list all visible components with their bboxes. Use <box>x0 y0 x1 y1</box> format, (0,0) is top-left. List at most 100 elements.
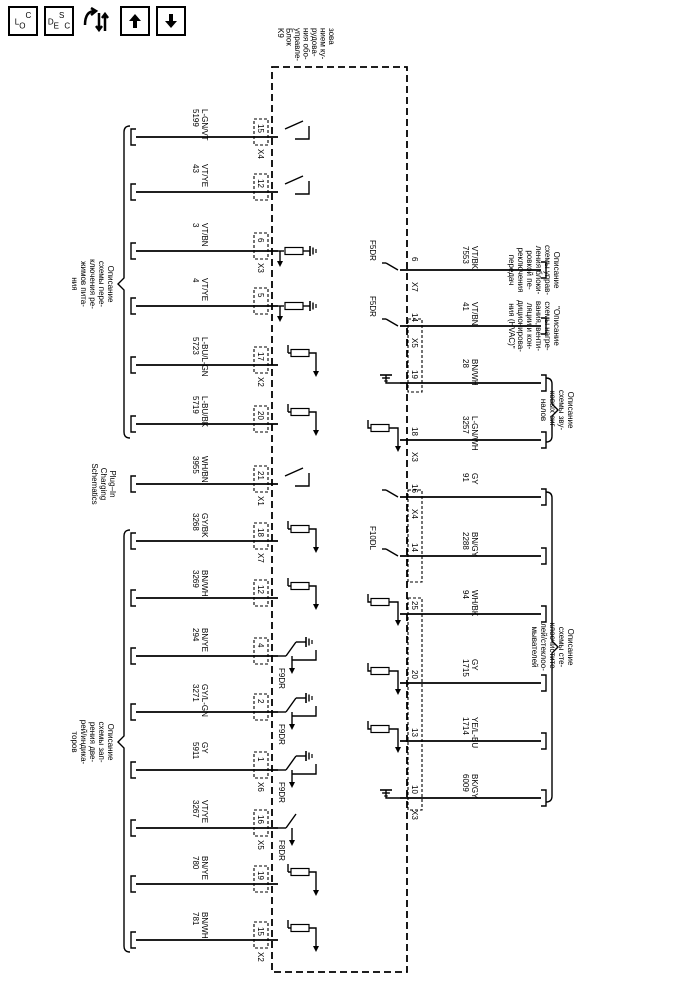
resistor <box>290 348 310 358</box>
lead <box>385 790 400 799</box>
off-page-connector <box>541 488 547 506</box>
fuse-blade <box>385 548 399 557</box>
wire-number: 5199 <box>191 109 200 127</box>
location-button[interactable]: LOC <box>8 6 38 36</box>
arrow-down-icon <box>395 747 401 753</box>
connector-pin-box <box>253 693 269 721</box>
resistor <box>370 724 390 734</box>
off-page-connector <box>130 703 136 721</box>
off-page-connector <box>130 475 136 493</box>
wire-number: 1714 <box>461 717 470 735</box>
connector-id: X2 <box>256 952 265 962</box>
wire-color: BN/WH <box>200 912 209 939</box>
module-k9-border <box>271 66 408 973</box>
connector-pin: 21 <box>256 471 265 480</box>
off-page-connector <box>130 242 136 260</box>
group-label-shift-lock-line: Описание <box>552 252 561 289</box>
resistor <box>370 666 390 676</box>
connector-id: X4 <box>256 149 265 159</box>
off-page-connector <box>130 183 136 201</box>
wire-color: WH/BK <box>470 590 479 617</box>
resistor <box>290 581 310 591</box>
group-label-door-locks-line: рения две- <box>88 722 97 763</box>
wire-color: GY <box>470 659 479 671</box>
module-k9-label: K9Блокуправле-ния обо-рудова-нием ку-зов… <box>276 28 336 61</box>
arrow-down-icon <box>313 547 319 553</box>
page-down-button[interactable] <box>156 6 186 36</box>
connector-pin-box <box>407 318 423 393</box>
group-label-wipers-line: лей/стеклоо- <box>539 623 548 671</box>
group-bracket <box>117 125 131 439</box>
connector-pin-box <box>253 637 269 665</box>
flow-button[interactable] <box>80 6 114 36</box>
switch-contact <box>295 126 310 140</box>
group-label-hvac-line: "Описание <box>552 306 561 346</box>
group-label-power-modes-line: ключения ре- <box>88 259 97 309</box>
wire-number: 780 <box>191 856 200 870</box>
connector-pin: 12 <box>256 585 265 594</box>
wire-color: BN/YE <box>200 856 209 880</box>
lead <box>367 663 371 672</box>
connector-id: X5 <box>410 338 419 348</box>
connector-pin-box <box>253 232 269 260</box>
wire-number: 1715 <box>461 659 470 677</box>
wire-number: 3268 <box>191 513 200 531</box>
switch-blade <box>284 120 304 130</box>
connector-pin-box <box>253 751 269 779</box>
wire-color: YE/L-BU <box>470 717 479 748</box>
group-label-hvac-line: схемы нагре- <box>543 301 552 351</box>
arrow-down-icon <box>289 782 295 788</box>
resistor <box>370 597 390 607</box>
fuse-blade <box>285 641 297 657</box>
resistor <box>370 423 390 433</box>
group-label-horns-line: ковых сиг- <box>548 391 557 430</box>
group-label-door-locks-line: схемы зап- <box>97 722 106 763</box>
connector-pin-box <box>253 579 269 607</box>
resistor <box>290 524 310 534</box>
switch-blade <box>284 175 304 185</box>
connector-pin: 15 <box>256 124 265 133</box>
group-label-power-modes-line: жимов пита- <box>79 261 88 307</box>
off-page-connector <box>130 297 136 315</box>
wire-number: 28 <box>461 359 470 368</box>
off-page-connector <box>541 732 547 750</box>
wire-number: 3955 <box>191 456 200 474</box>
connector-id: X7 <box>256 553 265 563</box>
fuse-blade <box>385 262 399 271</box>
arrow-down-icon <box>277 316 283 322</box>
module-k9-label-line: Блок <box>285 28 294 46</box>
wire-color: L-BU/BK <box>200 396 209 428</box>
description-button[interactable]: DESC <box>44 6 74 36</box>
resistor <box>290 407 310 417</box>
lead <box>385 375 400 384</box>
group-label-wipers-line: Описание <box>566 629 575 666</box>
off-page-connector <box>541 374 547 392</box>
connector-pin-box <box>407 489 423 583</box>
switch-contact <box>295 473 310 487</box>
off-page-connector <box>130 589 136 607</box>
module-k9-label-line: рудова- <box>310 28 319 57</box>
group-label-shift-lock-line: схемы управ- <box>543 245 552 295</box>
group-label-plug-in-line: Charging <box>99 468 108 500</box>
wire-number: 3257 <box>461 416 470 434</box>
wire-number: 43 <box>191 164 200 173</box>
group-label-door-locks-line: рей/индика- <box>79 720 88 765</box>
wire-number: 3 <box>191 223 200 228</box>
wire-color: BK/GY <box>470 774 479 799</box>
connector-pin-box <box>253 287 269 315</box>
fuse-blade <box>285 755 297 771</box>
group-label-shift-lock-line: реключения <box>516 248 525 293</box>
page-up-button[interactable] <box>120 6 150 36</box>
lead <box>367 594 371 603</box>
